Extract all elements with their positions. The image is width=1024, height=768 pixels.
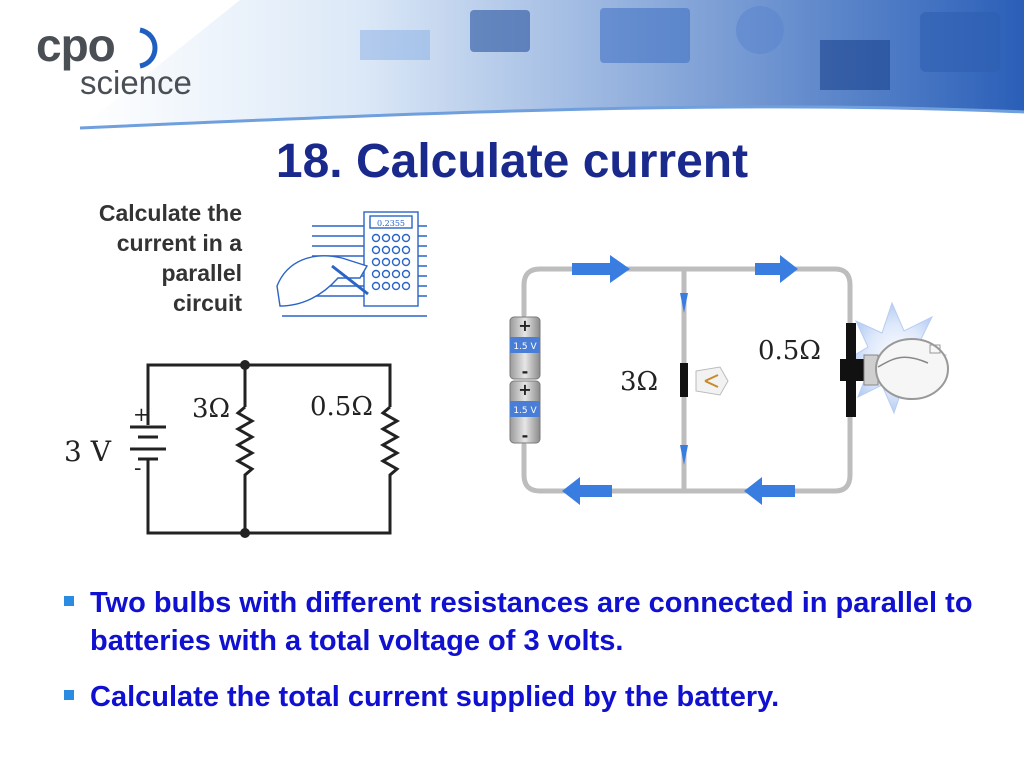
header-banner: [0, 0, 1024, 135]
circuit-schematic: + - 3 V 3Ω 0.5Ω: [60, 345, 440, 545]
logo-arc-icon: [139, 27, 158, 69]
arrow-right-icon: [572, 255, 630, 283]
arrow-left-icon: [744, 477, 795, 505]
bullet-item: Two bulbs with different resistances are…: [62, 584, 982, 660]
bulb-2-label: 0.5Ω: [758, 336, 821, 366]
bullet-list: Two bulbs with different resistances are…: [62, 584, 982, 734]
bullet-square-icon: [64, 690, 74, 700]
arrow-right-icon: [755, 255, 798, 283]
slide-title: 18. Calculate current: [275, 135, 749, 188]
battery-2-plus: +: [518, 380, 531, 399]
arrow-down-icon: [680, 445, 688, 465]
battery-2-minus: -: [522, 426, 529, 445]
logo-science-text: science: [80, 64, 192, 101]
bullet-text: Calculate the total current supplied by …: [90, 681, 780, 713]
current-arrows: [562, 255, 798, 505]
bullet-text: Two bulbs with different resistances are…: [90, 587, 973, 657]
task-line: Calculate the: [98, 200, 242, 226]
illustrated-circuit: 1.5 V 1.5 V + - + - 3Ω: [509, 255, 949, 505]
cpo-science-logo: cpo science: [36, 18, 226, 101]
calculator-hand-illustration: 0.2355: [272, 206, 432, 324]
calculator-icon: 0.2355: [276, 211, 427, 317]
schematic-minus-label: -: [134, 456, 141, 481]
circuit-illustration: 1.5 V 1.5 V + - + - 3Ω: [500, 255, 1000, 515]
arrow-left-icon: [562, 477, 612, 505]
bulb-1-label: 3Ω: [620, 367, 658, 397]
large-bulb: [840, 301, 949, 417]
bullet-square-icon: [64, 596, 74, 606]
task-line: circuit: [172, 290, 242, 316]
bullet-item: Calculate the total current supplied by …: [62, 678, 982, 716]
task-line: parallel: [161, 260, 242, 286]
battery-1-minus: -: [522, 362, 529, 381]
arrow-down-icon: [680, 293, 688, 313]
schematic-resistor-2-label: 0.5Ω: [310, 392, 373, 422]
schematic-resistor-1-label: 3Ω: [192, 394, 230, 424]
task-text: Calculate the current in a parallel circ…: [62, 198, 242, 318]
banner-graphic: [79, 0, 1024, 130]
task-line: current in a: [116, 230, 242, 256]
battery-1-plus: +: [518, 316, 531, 335]
small-bulb: [680, 363, 729, 397]
schematic-plus-label: +: [133, 402, 150, 426]
calculator-display: 0.2355: [377, 219, 405, 228]
logo-cpo-text: cpo: [36, 19, 116, 71]
battery-1-label: 1.5 V: [513, 342, 537, 352]
battery-2-label: 1.5 V: [513, 406, 537, 416]
schematic-diagram: + - 3 V 3Ω 0.5Ω: [64, 360, 401, 538]
schematic-voltage-label: 3 V: [64, 435, 112, 468]
